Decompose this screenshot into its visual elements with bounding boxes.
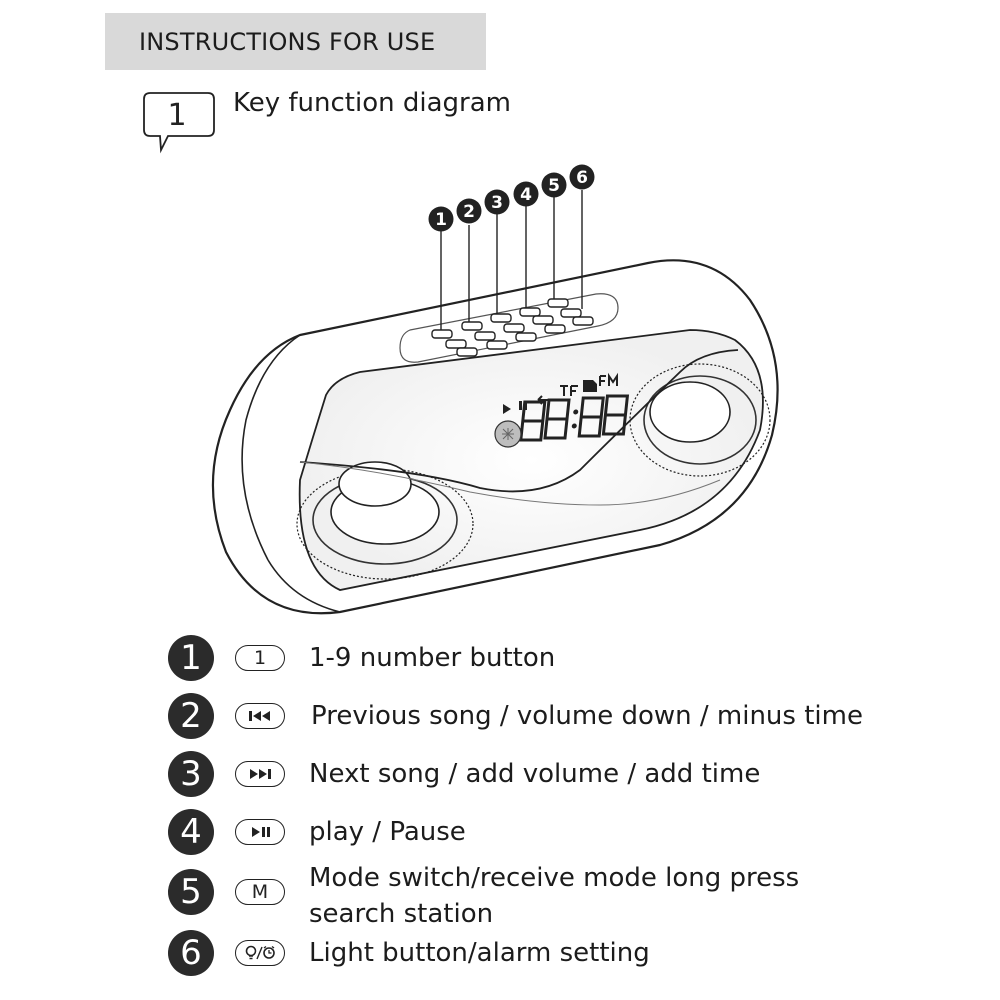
callout-label: 3 bbox=[491, 193, 503, 213]
number-one-key-icon: 1 bbox=[235, 645, 285, 671]
next-track-icon bbox=[235, 761, 285, 787]
callout-6 bbox=[569, 164, 595, 190]
callout-label: 1 bbox=[435, 210, 447, 230]
legend-row-6: 6 Light button/alarm setting bbox=[0, 927, 1000, 987]
legend-text-line2: search station bbox=[309, 899, 494, 929]
light-alarm-icon bbox=[235, 940, 285, 966]
legend-text: Next song / add volume / add time bbox=[309, 759, 761, 789]
legend-text: Previous song / volume down / minus time bbox=[311, 701, 863, 731]
step-number: 1 bbox=[167, 97, 187, 133]
top-buttons bbox=[431, 298, 594, 357]
display-panel bbox=[519, 394, 630, 442]
mode-key-icon: M bbox=[235, 879, 285, 905]
legend-number: 1 bbox=[168, 635, 214, 681]
page-title: INSTRUCTIONS FOR USE bbox=[139, 27, 436, 56]
section-subtitle: Key function diagram bbox=[233, 88, 511, 118]
callout-5 bbox=[541, 172, 567, 198]
legend-row-5: 5 M Mode switch/receive mode long press … bbox=[0, 863, 1000, 940]
legend-text: Mode switch/receive mode long press bbox=[309, 863, 800, 893]
legend-text: play / Pause bbox=[309, 817, 466, 847]
callout-label: 4 bbox=[520, 185, 532, 205]
callout-1 bbox=[428, 206, 454, 232]
previous-track-icon bbox=[235, 703, 285, 729]
play-pause-icon bbox=[235, 819, 285, 845]
legend-text: Light button/alarm setting bbox=[309, 938, 650, 968]
callout-label: 5 bbox=[548, 176, 560, 196]
legend-row-4: 4 play / Pause bbox=[0, 806, 1000, 866]
callout-label: 2 bbox=[463, 202, 475, 222]
callout-2 bbox=[456, 198, 482, 224]
legend-row-1: 1 1 1-9 number button bbox=[0, 632, 1000, 692]
legend-row-3: 3 Next song / add volume / add time bbox=[0, 748, 1000, 808]
speech-bubble-icon bbox=[143, 92, 215, 154]
legend-number: 5 bbox=[168, 869, 214, 915]
callout-label: 6 bbox=[576, 168, 588, 188]
legend-number: 3 bbox=[168, 751, 214, 797]
legend-number: 2 bbox=[168, 693, 214, 739]
callout-4 bbox=[513, 181, 539, 207]
title-banner: INSTRUCTIONS FOR USE bbox=[105, 13, 486, 70]
legend-text: 1-9 number button bbox=[309, 643, 556, 673]
key-glyph: 1 bbox=[253, 646, 267, 669]
callout-3 bbox=[484, 189, 510, 215]
speaker-diagram: 1 2 3 4 5 6 bbox=[211, 164, 779, 615]
legend-row-2: 2 Previous song / volume down / minus ti… bbox=[0, 690, 1000, 750]
legend-number: 6 bbox=[168, 930, 214, 976]
legend-number: 4 bbox=[168, 809, 214, 855]
key-glyph: M bbox=[251, 880, 269, 903]
